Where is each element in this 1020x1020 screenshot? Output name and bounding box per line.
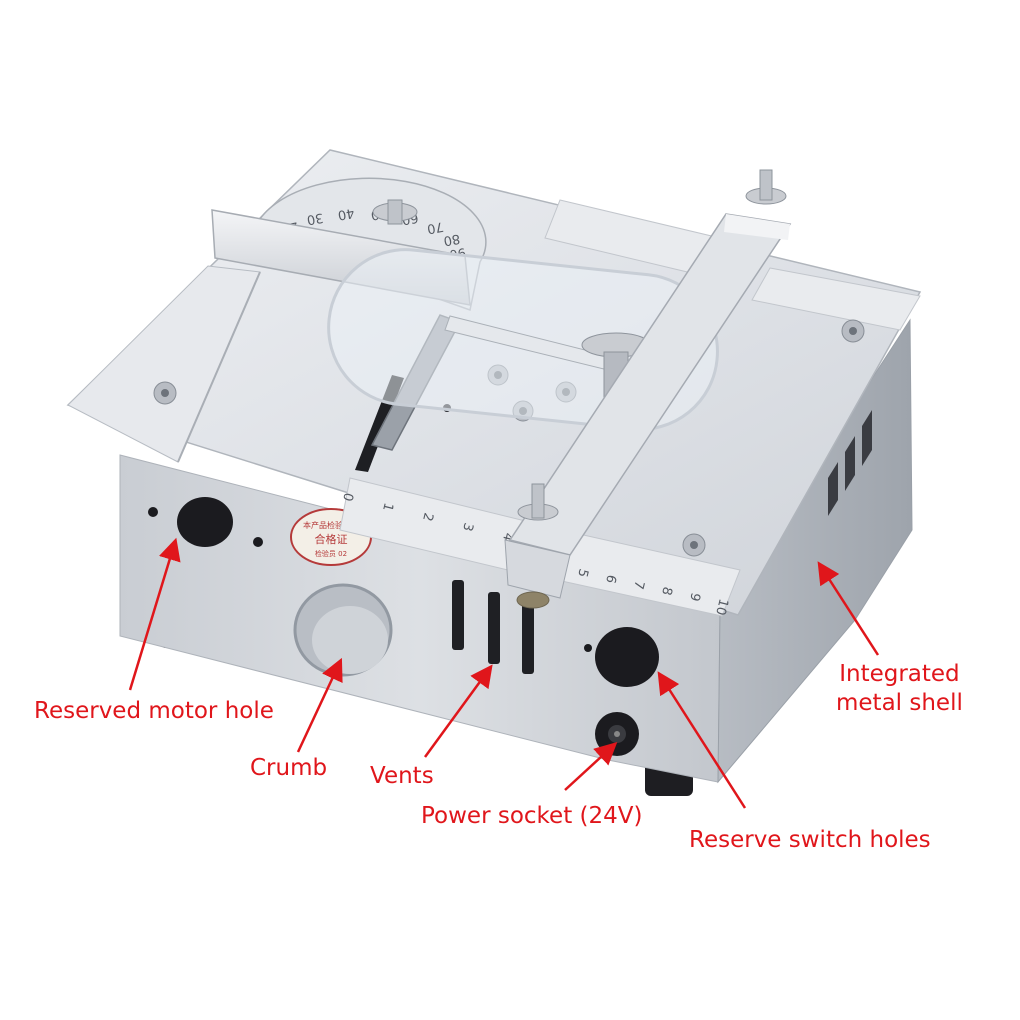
front-vents bbox=[452, 580, 534, 674]
label-vents: Vents bbox=[370, 763, 434, 789]
protractor-number: 30 bbox=[306, 209, 325, 227]
right-ruler-number: 9 bbox=[686, 591, 703, 603]
protractor-number: 40 bbox=[337, 205, 356, 223]
label-integrated-metal-shell-line1: Integrated bbox=[839, 661, 960, 687]
front-ruler-number: 1 bbox=[379, 501, 396, 513]
label-reserved-motor-hole: Reserved motor hole bbox=[34, 698, 274, 724]
front-ruler-number: 2 bbox=[419, 511, 436, 523]
right-ruler-number: 6 bbox=[602, 573, 619, 585]
right-ruler-number: 5 bbox=[574, 567, 591, 579]
right-ruler-number: 10 bbox=[712, 597, 731, 617]
front-ruler: 0 1 2 3 4 bbox=[339, 491, 516, 543]
arrow-switch-holes bbox=[657, 671, 747, 809]
label-crumb: Crumb bbox=[250, 755, 328, 781]
reserved-motor-hole bbox=[177, 497, 233, 547]
label-reserve-switch-holes: Reserve switch holes bbox=[689, 827, 931, 853]
callout-arrows bbox=[128, 537, 880, 809]
right-ruler-number: 8 bbox=[658, 585, 675, 597]
label-integrated-metal-shell-line2: metal shell bbox=[836, 690, 963, 716]
arrow-motor-hole bbox=[128, 537, 181, 691]
arrow-metal-shell bbox=[817, 561, 880, 656]
sticker-line1: 本产品检验合格 bbox=[303, 520, 359, 530]
sticker-line2: 合格证 bbox=[315, 532, 348, 546]
front-ruler-number: 3 bbox=[459, 521, 476, 533]
reserve-switch-hole bbox=[595, 627, 659, 687]
right-ruler-number: 7 bbox=[630, 579, 647, 591]
label-power-socket: Power socket (24V) bbox=[421, 803, 643, 829]
arrow-vents bbox=[423, 664, 493, 758]
protractor-number: 80 bbox=[442, 230, 461, 248]
label-integrated-metal-shell: Integrated metal shell bbox=[836, 660, 963, 718]
protractor-number: 70 bbox=[426, 218, 445, 236]
rip-fence bbox=[504, 169, 792, 609]
arrow-power-socket bbox=[564, 741, 618, 791]
side-vents bbox=[828, 410, 872, 516]
metal-shell-front bbox=[119, 318, 913, 784]
front-ruler-number: 0 bbox=[339, 491, 356, 503]
arrow-crumb bbox=[296, 657, 343, 753]
power-socket-icon bbox=[595, 712, 639, 756]
front-ruler-number: 4 bbox=[499, 531, 516, 543]
wing-nut-icon bbox=[516, 169, 787, 609]
wing-nut-icon bbox=[372, 199, 418, 225]
sticker-line3: 检验员 02 bbox=[315, 549, 347, 558]
